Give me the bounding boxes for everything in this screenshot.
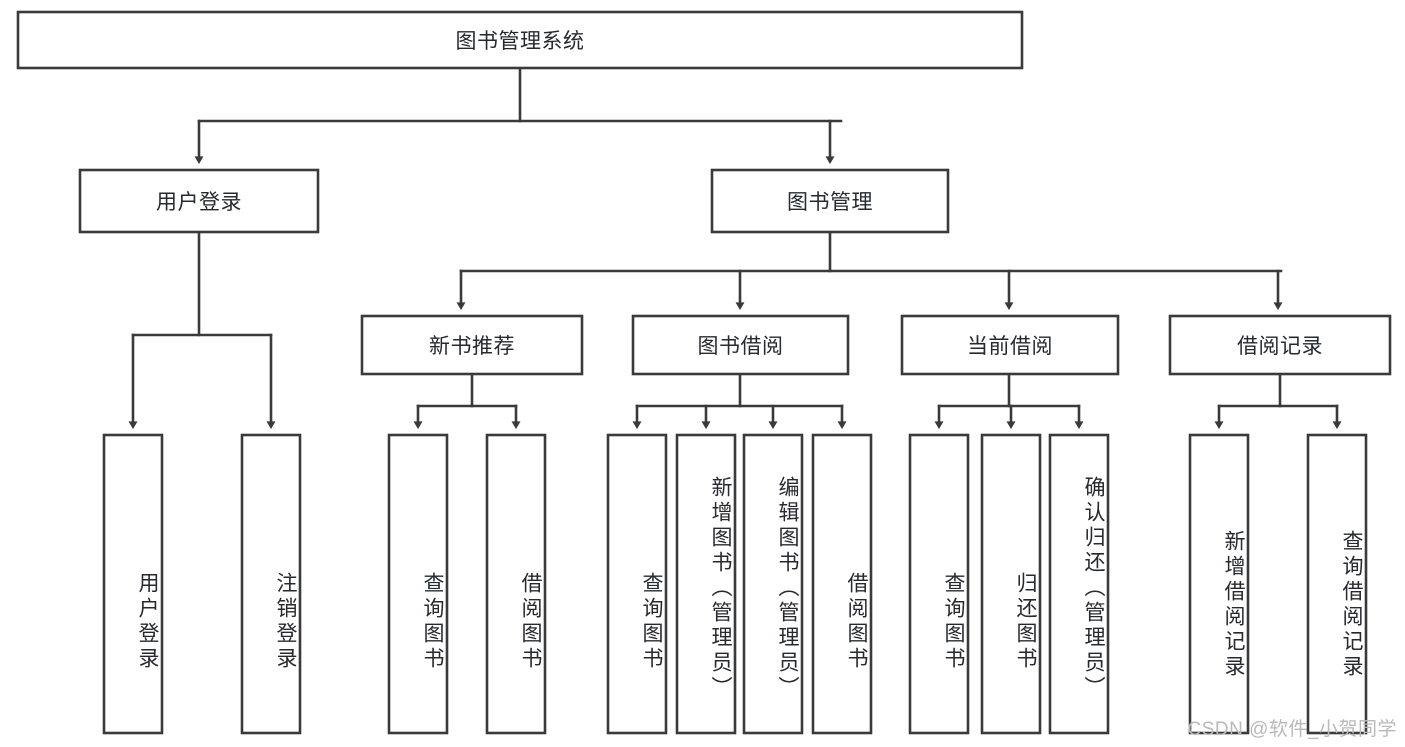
edge-borrow-record-to-leaves — [1214, 372, 1342, 430]
node-box-root[interactable] — [16, 10, 1024, 70]
node-box-leaf-return-book[interactable] — [980, 433, 1042, 735]
node-box-leaf-user-login[interactable] — [102, 433, 164, 735]
node-box-leaf-query-book-1[interactable] — [387, 433, 449, 735]
edge-root-to-tier2 — [194, 66, 843, 165]
node-box-leaf-add-record[interactable] — [1188, 433, 1250, 735]
node-box-leaf-edit-book[interactable] — [742, 433, 804, 735]
node-box-leaf-add-book[interactable] — [675, 433, 737, 735]
node-box-book-borrow[interactable] — [631, 314, 850, 376]
node-box-leaf-borrow-book-2[interactable] — [811, 433, 873, 735]
node-box-leaf-query-record[interactable] — [1306, 433, 1368, 735]
node-box-leaf-confirm-return[interactable] — [1048, 433, 1110, 735]
edge-book-borrow-to-leaves — [632, 372, 847, 430]
node-box-current-borrow[interactable] — [900, 314, 1120, 376]
node-box-leaf-query-book-2[interactable] — [606, 433, 668, 735]
edge-current-borrow-to-leaves — [934, 372, 1084, 430]
node-box-leaf-user-logout[interactable] — [240, 433, 302, 735]
node-box-leaf-query-book-3[interactable] — [908, 433, 970, 735]
edge-user-login-to-leaves — [128, 230, 276, 430]
node-box-borrow-record[interactable] — [1168, 314, 1392, 376]
node-box-user-login[interactable] — [78, 168, 320, 234]
edge-book-manage-to-tier3 — [456, 230, 1283, 311]
watermark-text: CSDN @软件_小贺同学 — [1187, 719, 1397, 740]
node-box-new-book-rec[interactable] — [360, 314, 584, 376]
node-box-leaf-borrow-book-1[interactable] — [485, 433, 547, 735]
edge-new-book-rec-to-leaves — [413, 372, 521, 430]
node-box-book-manage[interactable] — [710, 168, 950, 234]
